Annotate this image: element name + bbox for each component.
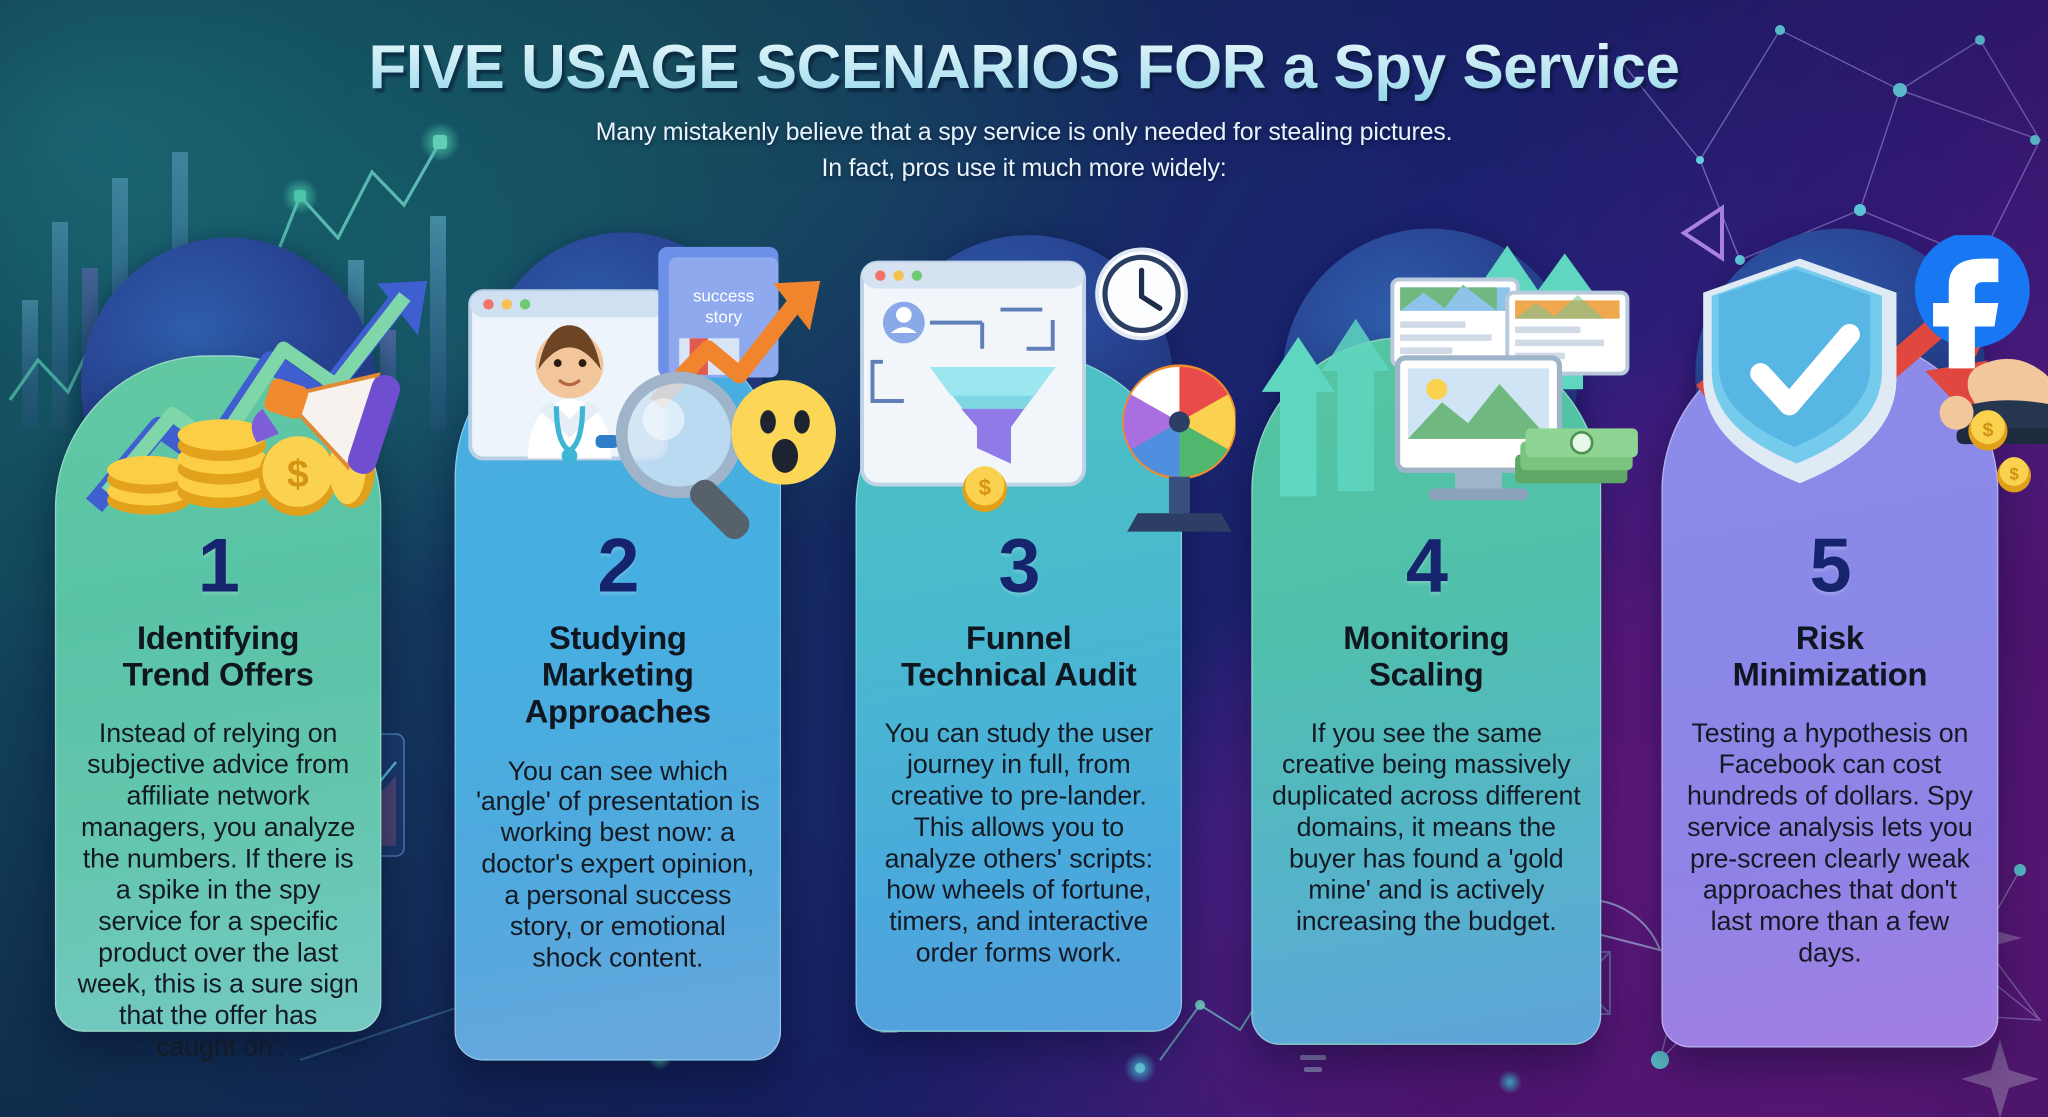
svg-text:story: story (705, 308, 742, 327)
card-3-title-line-2: Technical Audit (900, 656, 1137, 694)
card-4-title-line-1: Monitoring (1343, 620, 1510, 657)
card-4-title-line-2: Scaling (1369, 656, 1484, 694)
card-2-number: 2 (597, 523, 639, 609)
card-2-illustration: success story (460, 239, 852, 540)
monitors-money-arrows-icon (1261, 245, 1638, 501)
card-3-illustration: $ (857, 242, 1249, 542)
card-3-description: You can study the user journey in full, … (884, 718, 1154, 968)
card-3-number: 3 (998, 523, 1040, 609)
shield-check-facebook-decline-icon: $ $ (1696, 232, 2048, 493)
card-4-illustration (1256, 235, 1648, 535)
svg-text:success: success (693, 287, 754, 306)
card-2-title-line-2: Marketing (541, 656, 694, 694)
megaphone-coins-chart-icon: $ (86, 280, 428, 516)
svg-text:$: $ (979, 475, 992, 500)
card-4-number: 4 (1405, 523, 1448, 609)
card-5-number: 5 (1809, 523, 1851, 609)
card-5-title-line-2: Minimization (1732, 656, 1928, 694)
card-1-title-line-2: Trend Offers (122, 656, 314, 694)
subtitle-line-2: In fact, pros use it much more widely: (821, 154, 1227, 182)
svg-text:$: $ (287, 453, 309, 496)
card-1-description: Instead of relying on subjective advice … (77, 718, 359, 1062)
card-2-title-line-1: Studying (549, 620, 687, 657)
svg-text:$: $ (1982, 419, 1993, 441)
funnel-wheel-of-fortune-clock-icon: $ (860, 247, 1237, 532)
subtitle-line-1: Many mistakenly believe that a spy servi… (595, 118, 1453, 146)
doctor-magnifier-success-story-icon: success story (468, 246, 836, 540)
card-5-title-line-1: Risk (1795, 620, 1864, 657)
card-2-description: You can see which 'angle' of presentatio… (475, 755, 760, 974)
card-1-title-line-1: Identifying (137, 620, 300, 657)
card-2-title-line-3: Approaches (524, 693, 711, 731)
card-1-illustration: $ (55, 244, 447, 544)
svg-text:$: $ (2009, 464, 2019, 483)
card-1-number: 1 (197, 523, 240, 609)
card-5-description: Testing a hypothesis on Facebook can cos… (1687, 718, 1973, 968)
card-4-description: If you see the same creative being massi… (1272, 718, 1581, 937)
card-5-illustration: $ $ (1669, 232, 2048, 535)
header: FIVE USAGE SCENARIOS FOR a Spy Service M… (0, 0, 2048, 183)
card-3-title-line-1: Funnel (966, 620, 1072, 657)
page-title: FIVE USAGE SCENARIOS FOR a Spy Service (0, 0, 2048, 103)
